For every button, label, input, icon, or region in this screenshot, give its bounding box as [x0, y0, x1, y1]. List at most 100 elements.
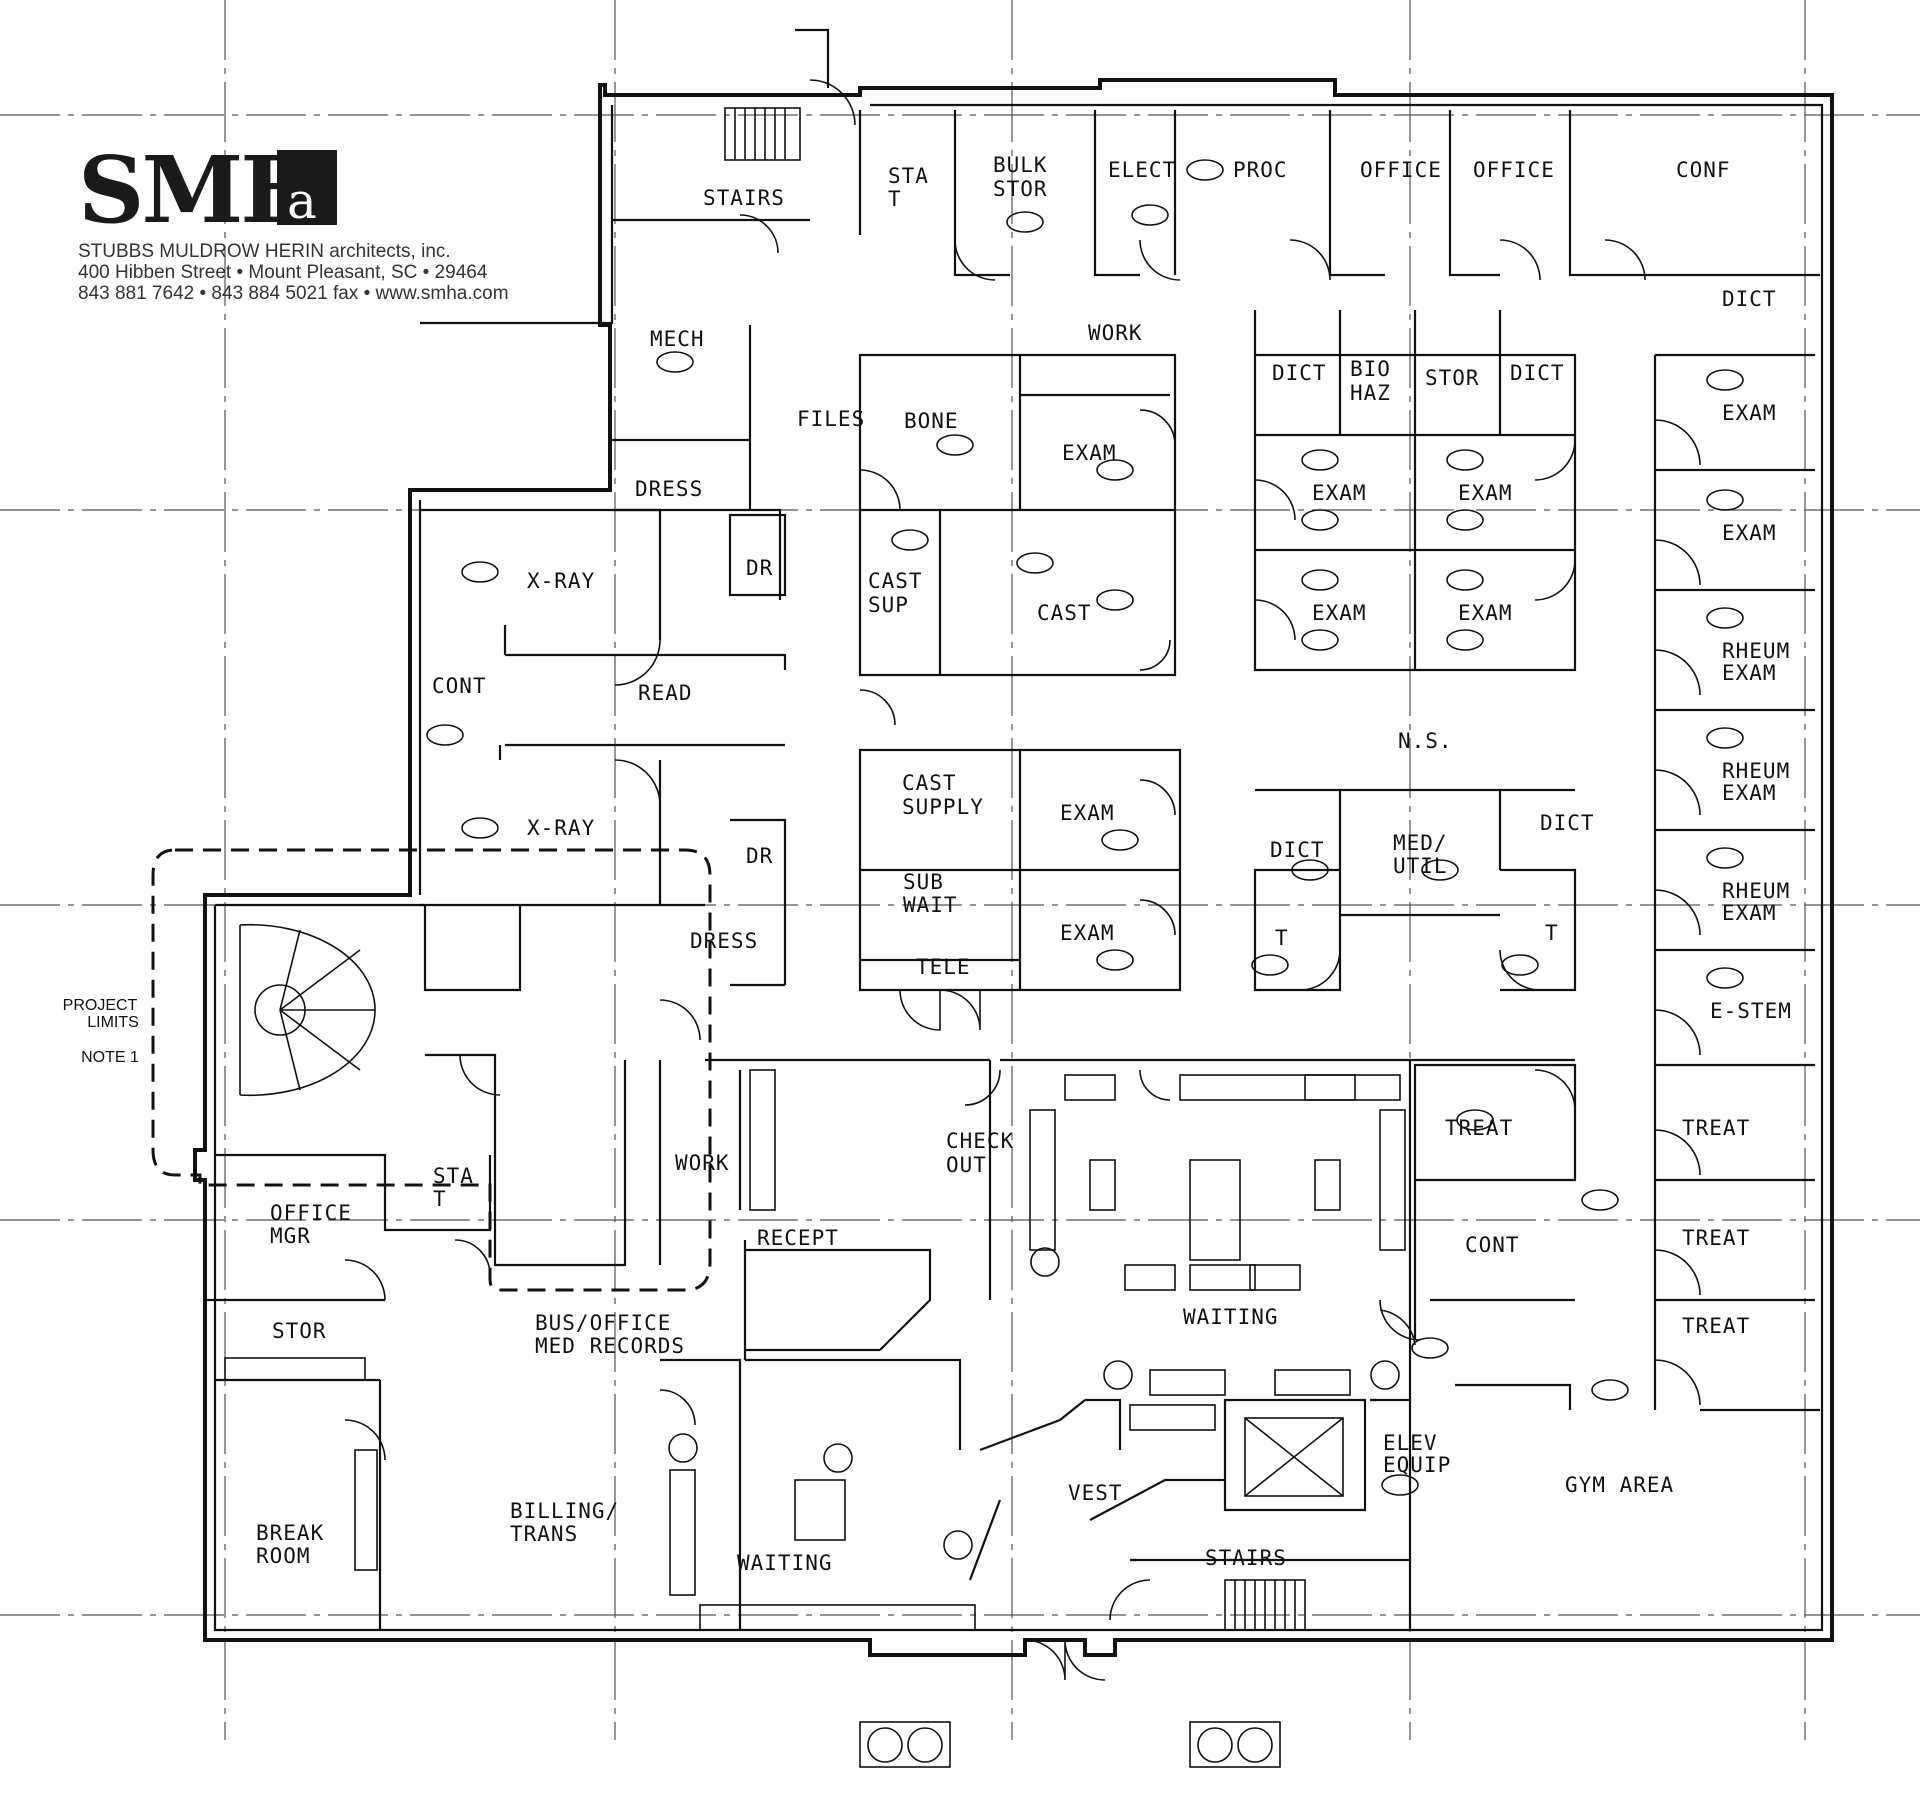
grid-lines [0, 0, 1920, 1740]
firm-name: STUBBS MULDROW HERIN architects, inc. [78, 241, 451, 262]
room-labels: STAIRS STA T BULK STOR ELECT PROC OFFICE… [256, 153, 1792, 1575]
room-exam-b: EXAM [1060, 801, 1115, 825]
room-gym: GYM AREA [1565, 1473, 1674, 1497]
room-elect: ELECT [1108, 158, 1176, 182]
room-treat-1: TREAT [1445, 1116, 1513, 1140]
room-med-util-2: UTIL [1393, 854, 1448, 878]
room-xray-bottom: X-RAY [527, 816, 595, 840]
room-tele: TELE [916, 955, 971, 979]
room-rheum-2b: EXAM [1722, 781, 1777, 805]
room-waiting-main: WAITING [1183, 1305, 1279, 1329]
room-rheum-2a: RHEUM [1722, 759, 1790, 783]
room-sub-wait-1: SUB [903, 870, 944, 894]
room-estem: E-STEM [1710, 999, 1792, 1023]
room-dict-b: DICT [1510, 361, 1565, 385]
spiral-stair [239, 923, 376, 1097]
room-treat-3: TREAT [1682, 1226, 1750, 1250]
room-office-2: OFFICE [1473, 158, 1555, 182]
project-limits-boundary [151, 848, 712, 1292]
firm-contact: 843 881 7642 • 843 884 5021 fax • www.sm… [78, 283, 509, 304]
room-xray-top: X-RAY [527, 569, 595, 593]
room-stat-mid-1: STA [433, 1164, 474, 1188]
room-dict-a: DICT [1272, 361, 1327, 385]
room-break-room-2: ROOM [256, 1544, 311, 1568]
logo-mark-suffix: a [287, 172, 317, 230]
room-cont-left: CONT [432, 674, 487, 698]
room-office-1: OFFICE [1360, 158, 1442, 182]
room-dress-top: DRESS [635, 477, 703, 501]
ceiling-lights [426, 159, 1744, 1496]
room-bulk-stor-1: BULK [993, 153, 1048, 177]
room-break-room-1: BREAK [256, 1521, 324, 1545]
room-treat-2: TREAT [1682, 1116, 1750, 1140]
firm-address: 400 Hibben Street • Mount Pleasant, SC •… [78, 262, 488, 283]
note-1-label: NOTE 1 [81, 1049, 139, 1066]
room-treat-4: TREAT [1682, 1314, 1750, 1338]
room-conf: CONF [1676, 158, 1731, 182]
room-rheum-1a: RHEUM [1722, 639, 1790, 663]
project-limits-label-1: PROJECT [63, 997, 138, 1014]
room-recept: RECEPT [757, 1226, 839, 1250]
firm-logo: SMH a [78, 136, 337, 244]
room-exam-c4: EXAM [1458, 601, 1513, 625]
room-bio-haz-1: BIO [1350, 357, 1391, 381]
room-office-mgr-1: OFFICE [270, 1201, 352, 1225]
room-rheum-3b: EXAM [1722, 901, 1777, 925]
furniture [224, 1069, 1406, 1631]
room-exam-c: EXAM [1060, 921, 1115, 945]
room-mech: MECH [650, 327, 705, 351]
room-work-top: WORK [1088, 321, 1143, 345]
room-billing-1: BILLING/ [510, 1499, 619, 1523]
stair-top [724, 107, 801, 161]
room-work-mid: WORK [675, 1151, 730, 1175]
room-cont-right: CONT [1465, 1233, 1520, 1257]
room-dr-top: DR [746, 556, 773, 580]
elevator [1244, 1417, 1344, 1497]
stair-bottom [1224, 1579, 1306, 1631]
interior-walls [205, 110, 1820, 1630]
room-office-mgr-2: MGR [270, 1224, 311, 1248]
room-vest: VEST [1068, 1481, 1123, 1505]
room-med-util-1: MED/ [1393, 831, 1448, 855]
room-t-left: T [1275, 926, 1289, 950]
room-cast-sup-2: SUP [868, 593, 909, 617]
room-rheum-3a: RHEUM [1722, 879, 1790, 903]
room-exam-a: EXAM [1062, 441, 1117, 465]
room-rheum-1b: EXAM [1722, 661, 1777, 685]
room-exam-r1: EXAM [1722, 401, 1777, 425]
room-stairs-top: STAIRS [703, 186, 785, 210]
site-planters [859, 1721, 1281, 1768]
room-t-right: T [1545, 921, 1559, 945]
room-bus-office-1: BUS/OFFICE [535, 1311, 671, 1335]
exterior-walls [193, 28, 1834, 1657]
room-dict-d: DICT [1270, 838, 1325, 862]
room-check-out-2: OUT [946, 1153, 987, 1177]
room-waiting-bottom: WAITING [737, 1551, 833, 1575]
room-dict-c: DICT [1540, 811, 1595, 835]
room-cast-supply-1: CAST [902, 771, 957, 795]
room-cast: CAST [1037, 601, 1092, 625]
room-bus-office-2: MED RECORDS [535, 1334, 685, 1358]
room-dr-bottom: DR [746, 844, 773, 868]
room-dress-bottom: DRESS [690, 929, 758, 953]
room-bio-haz-2: HAZ [1350, 381, 1391, 405]
room-elev-equip-2: EQUIP [1383, 1453, 1451, 1477]
room-elev-equip-1: ELEV [1383, 1431, 1438, 1455]
room-stat-top-1: STA [888, 164, 929, 188]
room-ns: N.S. [1398, 729, 1453, 753]
room-cast-sup-1: CAST [868, 569, 923, 593]
room-bone: BONE [904, 409, 959, 433]
room-cast-supply-2: SUPPLY [902, 795, 984, 819]
room-sub-wait-2: WAIT [903, 893, 958, 917]
room-stor-bottom: STOR [272, 1319, 327, 1343]
room-read: READ [638, 681, 693, 705]
room-stairs-bottom: STAIRS [1205, 1546, 1287, 1570]
room-dict-top-right: DICT [1722, 287, 1777, 311]
room-exam-c3: EXAM [1312, 601, 1367, 625]
room-bulk-stor-2: STOR [993, 177, 1048, 201]
room-stor-top: STOR [1425, 366, 1480, 390]
project-limits-label-2: LIMITS [87, 1014, 139, 1031]
room-exam-r2: EXAM [1722, 521, 1777, 545]
room-files: FILES [797, 407, 865, 431]
